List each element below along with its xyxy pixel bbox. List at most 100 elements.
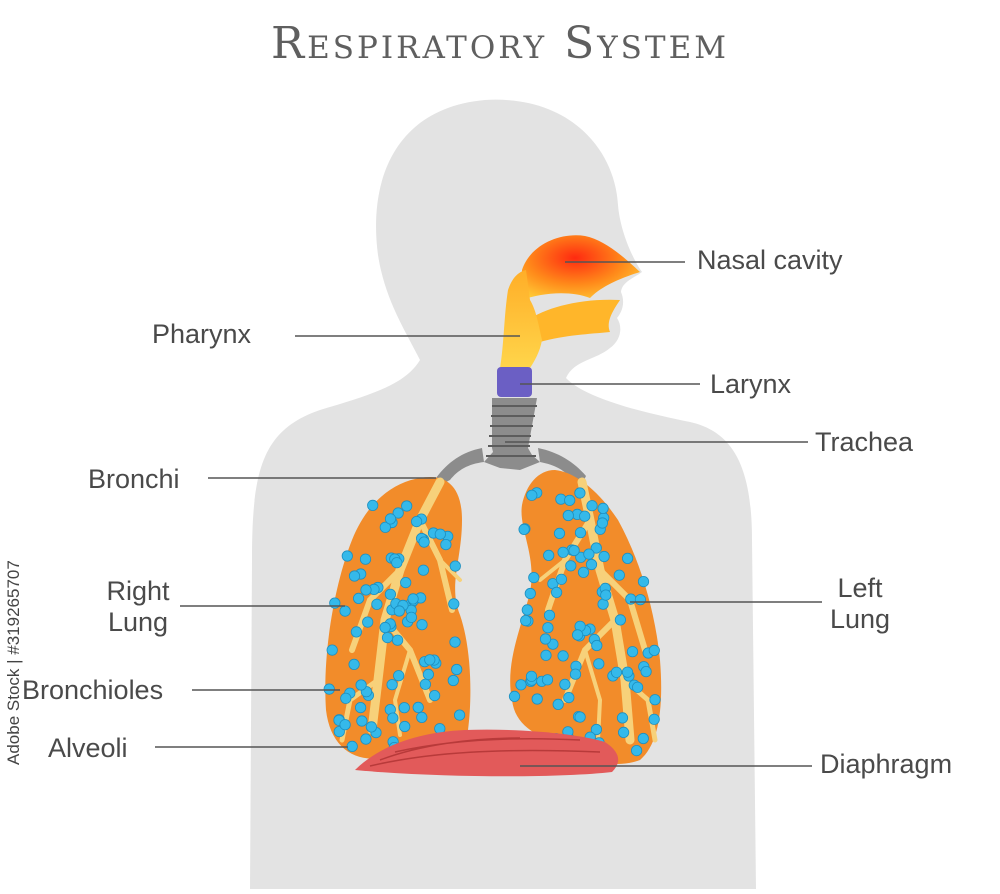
alveolus-dot <box>379 521 391 533</box>
alveolus-dot <box>418 536 430 548</box>
alveolus-dot <box>346 740 358 753</box>
larynx-shape <box>497 367 532 397</box>
alveolus-dot <box>422 668 434 681</box>
alveolus-dot <box>569 668 582 680</box>
alveolus-dot <box>574 487 586 499</box>
label-right-lung-line2: Lung <box>107 607 169 637</box>
alveolus-dot <box>379 621 391 634</box>
alveolus-dot <box>391 634 404 646</box>
alveolus-dot <box>616 712 629 724</box>
alveolus-dot <box>449 560 461 572</box>
alveolus-dot <box>384 513 397 525</box>
alveolus-dot <box>447 674 459 687</box>
alveolus-dot <box>577 566 590 578</box>
alveolus-dot <box>399 720 411 733</box>
alveolus-dot <box>617 726 630 739</box>
alveolus-dot <box>440 538 452 551</box>
alveolus-dot <box>543 609 556 621</box>
alveolus-dot <box>637 732 649 745</box>
alveolus-dot <box>449 636 461 648</box>
label-diaphragm: Diaphragm <box>820 749 953 779</box>
label-right-lung: Right Lung <box>96 576 180 638</box>
alveolus-dot <box>339 719 351 731</box>
label-trachea: Trachea <box>815 427 914 457</box>
alveolus-dot <box>521 604 533 616</box>
alveolus-dot <box>323 683 335 695</box>
alveolus-dot <box>384 588 396 600</box>
alveolus-dot <box>621 552 634 565</box>
alveolus-dot <box>354 701 367 714</box>
alveolus-dot <box>553 527 566 540</box>
alveolus-dot <box>367 499 379 511</box>
alveolus-dot <box>593 658 605 670</box>
alveolus-dot <box>598 550 610 563</box>
alveolus-dot <box>355 679 367 691</box>
leader-lines <box>155 261 822 767</box>
alveolus-dot <box>515 679 527 691</box>
label-left-lung-line2: Lung <box>829 604 891 634</box>
alveolus-dot <box>410 515 423 528</box>
alveolus-dot <box>448 598 460 610</box>
label-left-lung-line1: Left <box>837 573 883 603</box>
alveolus-dot <box>393 605 405 617</box>
alveolus-dot <box>400 576 412 589</box>
label-bronchioles: Bronchioles <box>22 675 164 705</box>
label-nasal-cavity: Nasal cavity <box>697 245 843 275</box>
label-left-lung: Left Lung <box>818 573 902 635</box>
alveolus-dot <box>542 622 554 634</box>
alveolus-dot <box>543 549 555 562</box>
alveolus-dot <box>562 509 574 522</box>
alveolus-dot <box>326 644 338 656</box>
alveolus-dot <box>591 639 603 652</box>
alveolus-dot <box>416 619 428 631</box>
alveolus-dot <box>428 689 441 702</box>
alveolus-dot <box>525 670 538 682</box>
alveolus-dot <box>391 557 403 569</box>
alveolus-dot <box>640 665 652 678</box>
alveolus-dot <box>352 592 365 605</box>
label-bronchi: Bronchi <box>88 464 180 494</box>
alveolus-dot <box>350 626 362 638</box>
alveolus-dot <box>356 715 368 727</box>
alveolus-dot <box>348 570 361 582</box>
nasal-cavity-shape <box>522 235 640 300</box>
alveolus-dot <box>552 698 564 711</box>
alveolus-dot <box>401 500 413 512</box>
alveolus-dot <box>613 569 625 581</box>
alveolus-dot <box>631 681 644 693</box>
alveolus-dot <box>386 679 398 691</box>
alveolus-dot <box>398 702 410 714</box>
alveolus-dot <box>600 589 612 601</box>
alveolus-dot <box>541 674 554 686</box>
alveolus-dot <box>585 558 598 571</box>
alveolus-dot <box>531 693 543 705</box>
alveolus-dot <box>365 721 377 733</box>
alveolus-dot <box>634 594 647 606</box>
alveolus-dot <box>574 527 587 539</box>
alveolus-dot <box>649 694 661 706</box>
alveolus-dot <box>520 614 532 627</box>
alveolus-dot <box>540 649 552 661</box>
diagram-title: Respiratory System <box>271 18 729 69</box>
alveolus-dot <box>563 691 575 704</box>
alveolus-dot <box>590 723 603 736</box>
trachea-shape <box>436 398 586 484</box>
alveolus-dot <box>586 500 598 512</box>
alveolus-dot <box>339 605 351 617</box>
alveolus-dot <box>630 744 643 757</box>
alveolus-dot <box>508 690 521 703</box>
alveolus-dot <box>559 678 571 691</box>
stock-watermark: Adobe Stock | #319265707 <box>4 560 23 765</box>
alveolus-dot <box>417 564 429 576</box>
alveolus-dot <box>626 646 639 658</box>
alveolus-dot <box>360 584 372 596</box>
alveolus-dot <box>564 494 576 506</box>
alveolus-dot <box>405 611 417 623</box>
alveolus-dot <box>571 629 584 641</box>
alveolus-dot <box>565 560 577 572</box>
alveolus-dot <box>412 701 424 714</box>
alveolus-dot <box>359 553 372 565</box>
label-pharynx: Pharynx <box>152 319 252 349</box>
alveolus-dot <box>416 711 428 724</box>
